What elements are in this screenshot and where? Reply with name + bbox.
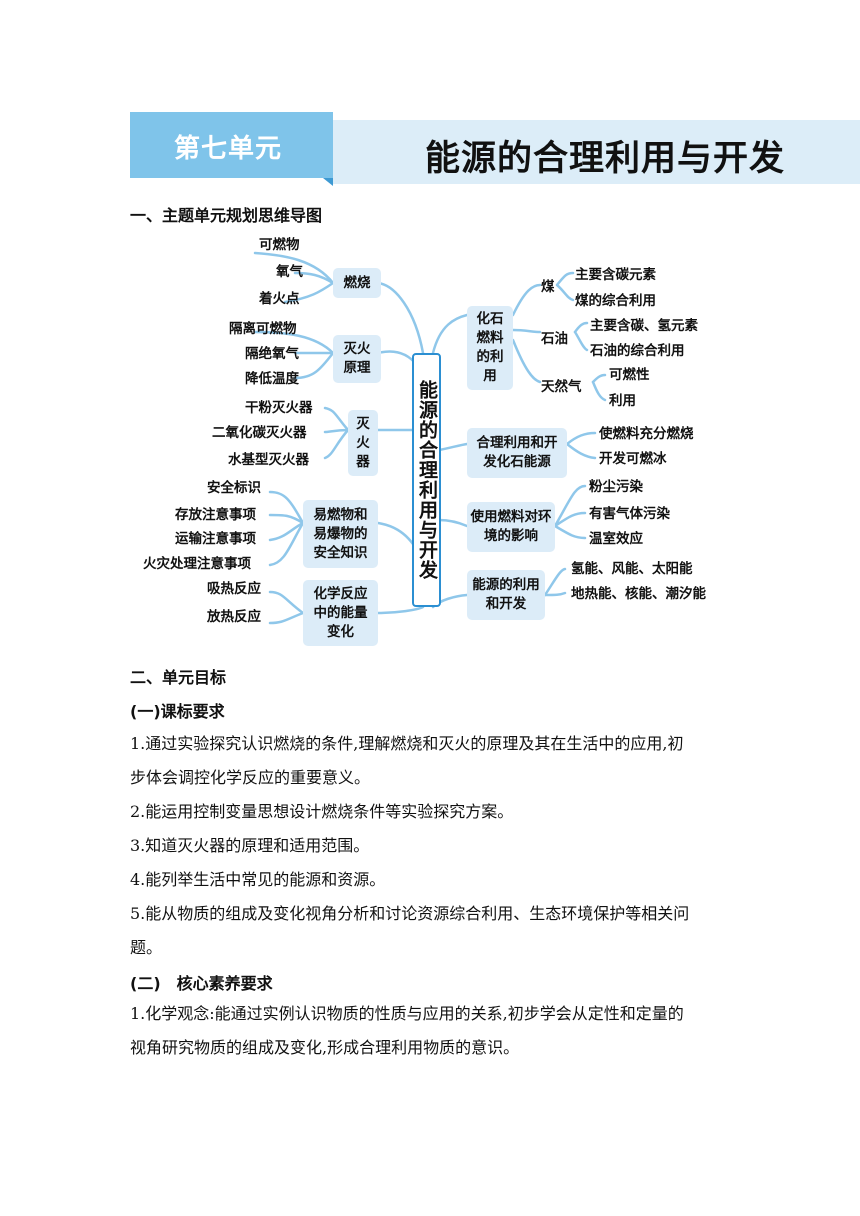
section2-heading: 二、单元目标 [130,668,227,687]
leaf-coal-utilization: 煤的综合利用 [575,293,656,309]
unit-title: 能源的合理利用与开发 [425,139,786,179]
branch-safety-knowledge: 易燃物和易爆物的安全知识 [303,500,378,568]
branch-environment-impact-label: 使用燃料对环境的影响 [470,509,552,544]
leaf-water-based: 水基型灭火器 [228,452,309,468]
leaf-dry-powder: 干粉灭火器 [245,400,313,416]
requirement-line: 步体会调控化学反应的重要意义。 [130,768,371,787]
requirement-line: 题。 [130,938,163,957]
unit-label: 第七单元 [174,134,283,164]
leaf-petroleum-elements: 主要含碳、氢元素 [590,318,698,334]
branch-rational-use: 合理利用和开发化石能源 [467,428,567,478]
branch-rational-use-label: 合理利用和开发化石能源 [476,435,558,470]
leaf-exothermic: 放热反应 [207,609,261,625]
branch-combustion: 燃烧 [333,268,381,298]
literacy-line: 1.化学观念:能通过实例认识物质的性质与应用的关系,初步学会从定性和定量的 [130,1004,684,1023]
leaf-combustible-ice: 开发可燃冰 [599,451,667,467]
branch-energy-development-label: 能源的利用和开发 [472,577,540,612]
sub-petroleum: 石油 [541,331,568,347]
leaf-ignition-point: 着火点 [259,291,300,307]
leaf-combustible: 可燃物 [259,237,300,253]
banner-unit-block: 第七单元 [130,112,333,178]
branch-energy-change: 化学反应中的能量变化 [303,580,378,646]
leaf-coal-carbon: 主要含碳元素 [575,267,656,283]
branch-energy-development: 能源的利用和开发 [467,570,545,620]
leaf-endothermic: 吸热反应 [207,581,261,597]
leaf-greenhouse: 温室效应 [589,531,643,547]
requirement-line: 4.能列举生活中常见的能源和资源。 [130,870,386,889]
leaf-petroleum-utilization: 石油的综合利用 [590,343,685,359]
banner-title-block: 能源的合理利用与开发 [333,120,860,184]
leaf-storage-notes: 存放注意事项 [175,507,256,523]
sub-natural-gas: 天然气 [541,379,582,395]
leaf-transport-notes: 运输注意事项 [175,531,256,547]
branch-safety-knowledge-label: 易燃物和易爆物的安全知识 [313,506,368,561]
leaf-gas-pollution: 有害气体污染 [589,506,670,522]
mind-map: 能源的合理利用与开发 燃烧 可燃物 氧气 着火点 灭火原理 隔离可燃物 隔绝氧气… [135,230,725,655]
sub-coal: 煤 [541,279,555,295]
leaf-oxygen: 氧气 [276,264,303,280]
leaf-flammability: 可燃性 [609,367,650,383]
leaf-fire-handling-notes: 火灾处理注意事项 [143,556,251,572]
branch-environment-impact: 使用燃料对环境的影响 [467,502,555,552]
leaf-hydrogen-wind-solar: 氢能、风能、太阳能 [571,561,693,577]
requirement-line: 3.知道灭火器的原理和适用范围。 [130,836,370,855]
leaf-isolate-oxygen: 隔绝氧气 [245,346,299,362]
leaf-full-combustion: 使燃料充分燃烧 [599,426,694,442]
requirement-line: 1.通过实验探究认识燃烧的条件,理解燃烧和灭火的原理及其在生活中的应用,初 [130,734,684,753]
unit-banner: 第七单元 能源的合理利用与开发 [130,112,860,186]
mind-map-connectors [253,251,607,625]
leaf-gas-use: 利用 [609,393,636,409]
leaf-lower-temperature: 降低温度 [245,371,299,387]
requirement-line: 2.能运用控制变量思想设计燃烧条件等实验探究方案。 [130,802,514,821]
branch-energy-change-label: 化学反应中的能量变化 [313,585,368,640]
branch-fossil-fuel-label: 化石燃料的利用 [476,311,504,384]
leaf-isolate-combustible: 隔离可燃物 [229,321,297,337]
curriculum-requirements-heading: (一)课标要求 [130,702,225,721]
requirement-line: 5.能从物质的组成及变化视角分析和讨论资源综合利用、生态环境保护等相关问 [130,904,690,923]
leaf-safety-sign: 安全标识 [207,480,261,496]
mind-map-center-topic: 能源的合理利用与开发 [412,353,441,607]
branch-fossil-fuel: 化石燃料的利用 [467,306,513,390]
curriculum-requirements-list: 1.通过实验探究认识燃烧的条件,理解燃烧和灭火的原理及其在生活中的应用,初 步体… [130,730,730,968]
core-literacy-heading: (二) 核心素养要求 [130,974,273,993]
branch-extinguisher-label: 灭火器 [356,415,370,470]
banner-notch [323,178,333,186]
literacy-line: 视角研究物质的组成及变化,形成合理利用物质的意识。 [130,1038,520,1057]
leaf-dust-pollution: 粉尘污染 [589,479,643,495]
leaf-geothermal-nuclear-tidal: 地热能、核能、潮汐能 [571,586,706,602]
branch-extinguish-principle: 灭火原理 [333,335,381,383]
branch-extinguisher: 灭火器 [348,410,378,476]
core-literacy-list: 1.化学观念:能通过实例认识物质的性质与应用的关系,初步学会从定性和定量的 视角… [130,1000,730,1068]
section1-heading: 一、主题单元规划思维导图 [130,206,323,225]
leaf-co2-extinguisher: 二氧化碳灭火器 [212,425,307,441]
branch-extinguish-principle-label: 灭火原理 [343,341,371,376]
